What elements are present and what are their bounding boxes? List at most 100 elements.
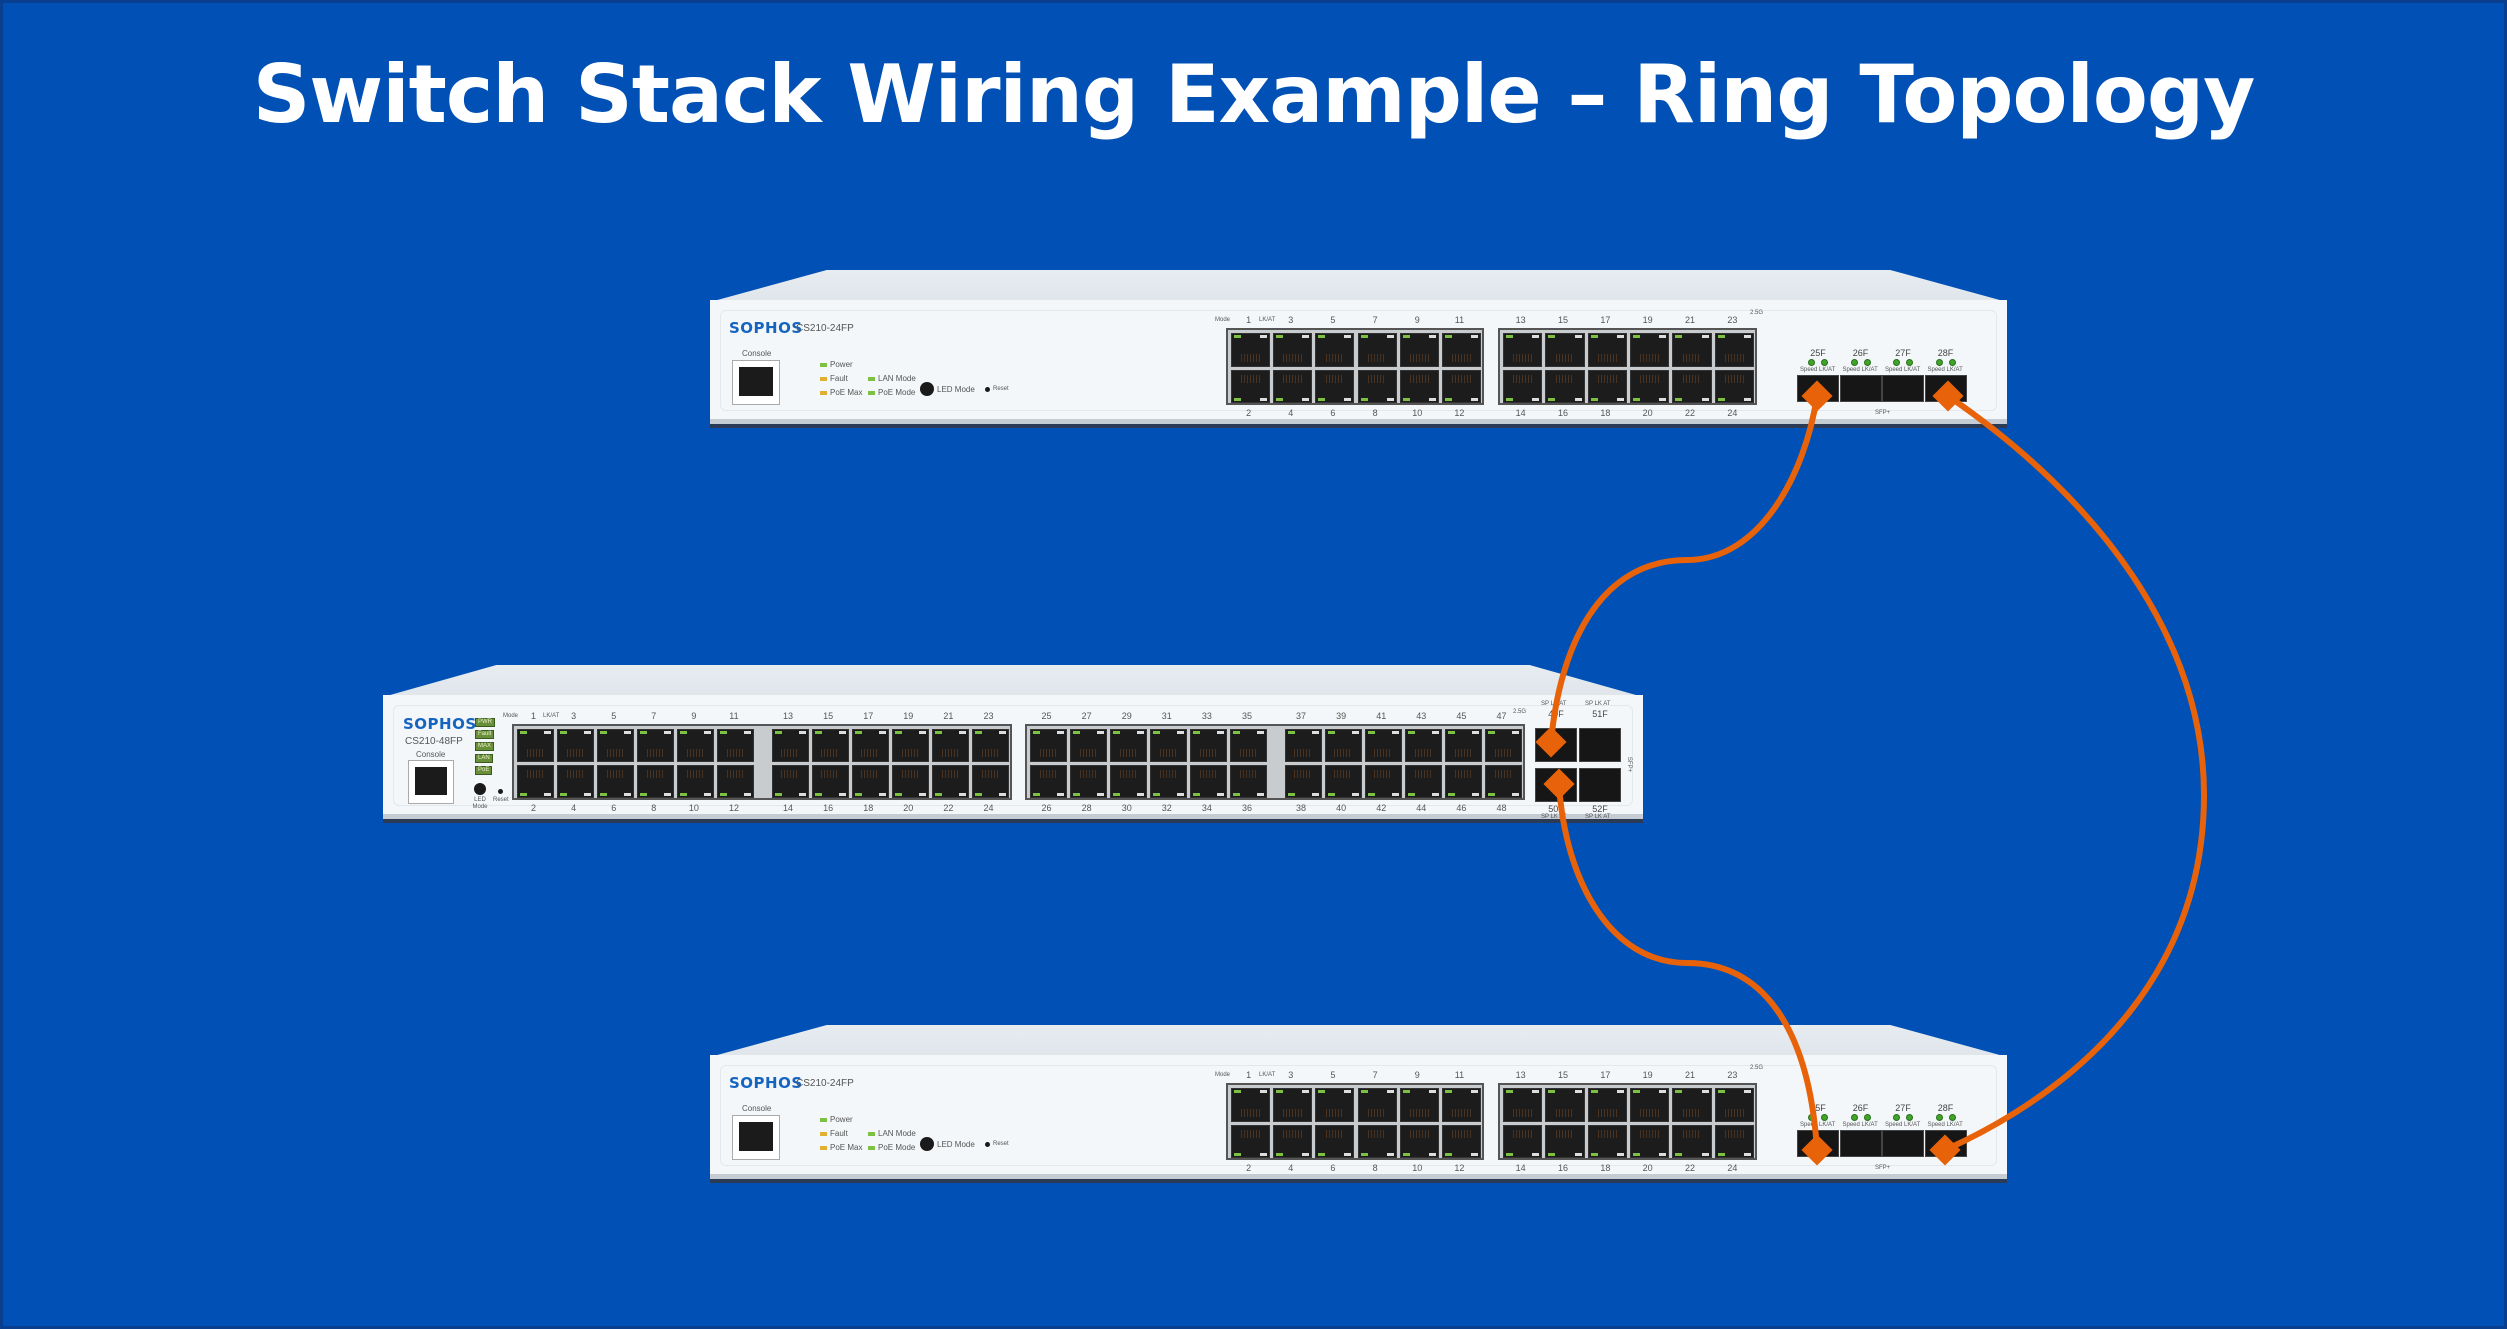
ethernet-port-39[interactable] xyxy=(1324,729,1362,762)
ethernet-port-7[interactable] xyxy=(1357,1088,1397,1122)
ethernet-port-24[interactable] xyxy=(1714,1124,1754,1158)
ethernet-port-37[interactable] xyxy=(1284,729,1322,762)
ethernet-port-9[interactable] xyxy=(1399,1088,1439,1122)
ethernet-port-4[interactable] xyxy=(1273,369,1313,403)
ethernet-port-17[interactable] xyxy=(1587,333,1627,367)
ethernet-port-14[interactable] xyxy=(771,765,809,798)
ethernet-port-28[interactable] xyxy=(1070,765,1108,798)
reset-button[interactable] xyxy=(498,789,503,794)
sfp-port-27F[interactable] xyxy=(1882,375,1924,402)
ethernet-port-46[interactable] xyxy=(1444,765,1482,798)
ethernet-port-16[interactable] xyxy=(1545,1124,1585,1158)
ethernet-port-11[interactable] xyxy=(717,729,755,762)
ethernet-port-23[interactable] xyxy=(1714,333,1754,367)
ethernet-port-15[interactable] xyxy=(1545,333,1585,367)
ethernet-port-15[interactable] xyxy=(811,729,849,762)
ethernet-port-12[interactable] xyxy=(1441,1124,1481,1158)
ethernet-port-15[interactable] xyxy=(1545,1088,1585,1122)
ethernet-port-40[interactable] xyxy=(1324,765,1362,798)
ethernet-port-8[interactable] xyxy=(637,765,675,798)
ethernet-port-16[interactable] xyxy=(811,765,849,798)
ethernet-port-18[interactable] xyxy=(1587,1124,1627,1158)
ethernet-port-3[interactable] xyxy=(1273,1088,1313,1122)
ethernet-port-38[interactable] xyxy=(1284,765,1322,798)
ethernet-port-4[interactable] xyxy=(557,765,595,798)
ethernet-port-18[interactable] xyxy=(851,765,889,798)
ethernet-port-32[interactable] xyxy=(1150,765,1188,798)
ethernet-port-18[interactable] xyxy=(1587,369,1627,403)
ethernet-port-19[interactable] xyxy=(891,729,929,762)
ethernet-port-6[interactable] xyxy=(597,765,635,798)
ethernet-port-48[interactable] xyxy=(1484,765,1522,798)
ethernet-port-9[interactable] xyxy=(677,729,715,762)
ethernet-port-7[interactable] xyxy=(1357,333,1397,367)
led-mode-button[interactable] xyxy=(920,382,934,396)
ethernet-port-10[interactable] xyxy=(1399,1124,1439,1158)
ethernet-port-11[interactable] xyxy=(1441,333,1481,367)
ethernet-port-1[interactable] xyxy=(1231,333,1271,367)
ethernet-port-29[interactable] xyxy=(1110,729,1148,762)
ethernet-port-20[interactable] xyxy=(891,765,929,798)
ethernet-port-4[interactable] xyxy=(1273,1124,1313,1158)
ethernet-port-13[interactable] xyxy=(771,729,809,762)
sfp-port-51F[interactable] xyxy=(1579,728,1621,762)
ethernet-port-1[interactable] xyxy=(1231,1088,1271,1122)
ethernet-port-22[interactable] xyxy=(931,765,969,798)
ethernet-port-17[interactable] xyxy=(1587,1088,1627,1122)
ethernet-port-17[interactable] xyxy=(851,729,889,762)
ethernet-port-21[interactable] xyxy=(1672,333,1712,367)
ethernet-port-10[interactable] xyxy=(1399,369,1439,403)
ethernet-port-26[interactable] xyxy=(1030,765,1068,798)
ethernet-port-42[interactable] xyxy=(1364,765,1402,798)
ethernet-port-16[interactable] xyxy=(1545,369,1585,403)
ethernet-port-3[interactable] xyxy=(1273,333,1313,367)
ethernet-port-5[interactable] xyxy=(597,729,635,762)
ethernet-port-5[interactable] xyxy=(1315,333,1355,367)
ethernet-port-33[interactable] xyxy=(1190,729,1228,762)
ethernet-port-44[interactable] xyxy=(1404,765,1442,798)
ethernet-port-36[interactable] xyxy=(1230,765,1268,798)
ethernet-port-8[interactable] xyxy=(1357,369,1397,403)
ethernet-port-22[interactable] xyxy=(1672,369,1712,403)
ethernet-port-30[interactable] xyxy=(1110,765,1148,798)
ethernet-port-7[interactable] xyxy=(637,729,675,762)
ethernet-port-10[interactable] xyxy=(677,765,715,798)
ethernet-port-34[interactable] xyxy=(1190,765,1228,798)
ethernet-port-20[interactable] xyxy=(1630,369,1670,403)
ethernet-port-45[interactable] xyxy=(1444,729,1482,762)
ethernet-port-24[interactable] xyxy=(971,765,1009,798)
ethernet-port-12[interactable] xyxy=(717,765,755,798)
ethernet-port-2[interactable] xyxy=(1231,369,1271,403)
sfp-port-27F[interactable] xyxy=(1882,1130,1924,1157)
reset-button[interactable] xyxy=(985,1142,990,1147)
ethernet-port-9[interactable] xyxy=(1399,333,1439,367)
ethernet-port-3[interactable] xyxy=(557,729,595,762)
sfp-port-52F[interactable] xyxy=(1579,768,1621,802)
sfp-port-26F[interactable] xyxy=(1839,1130,1882,1157)
ethernet-port-19[interactable] xyxy=(1630,333,1670,367)
ethernet-port-13[interactable] xyxy=(1503,1088,1543,1122)
ethernet-port-11[interactable] xyxy=(1441,1088,1481,1122)
ethernet-port-35[interactable] xyxy=(1230,729,1268,762)
ethernet-port-14[interactable] xyxy=(1503,1124,1543,1158)
ethernet-port-2[interactable] xyxy=(517,765,555,798)
ethernet-port-19[interactable] xyxy=(1630,1088,1670,1122)
ethernet-port-47[interactable] xyxy=(1484,729,1522,762)
ethernet-port-14[interactable] xyxy=(1503,369,1543,403)
ethernet-port-13[interactable] xyxy=(1503,333,1543,367)
led-mode-button[interactable] xyxy=(920,1137,934,1151)
ethernet-port-27[interactable] xyxy=(1070,729,1108,762)
led-mode-button[interactable] xyxy=(474,783,486,795)
ethernet-port-24[interactable] xyxy=(1714,369,1754,403)
ethernet-port-5[interactable] xyxy=(1315,1088,1355,1122)
ethernet-port-23[interactable] xyxy=(1714,1088,1754,1122)
ethernet-port-2[interactable] xyxy=(1231,1124,1271,1158)
sfp-port-26F[interactable] xyxy=(1839,375,1882,402)
ethernet-port-31[interactable] xyxy=(1150,729,1188,762)
ethernet-port-12[interactable] xyxy=(1441,369,1481,403)
ethernet-port-21[interactable] xyxy=(931,729,969,762)
ethernet-port-21[interactable] xyxy=(1672,1088,1712,1122)
ethernet-port-43[interactable] xyxy=(1404,729,1442,762)
ethernet-port-8[interactable] xyxy=(1357,1124,1397,1158)
ethernet-port-25[interactable] xyxy=(1030,729,1068,762)
